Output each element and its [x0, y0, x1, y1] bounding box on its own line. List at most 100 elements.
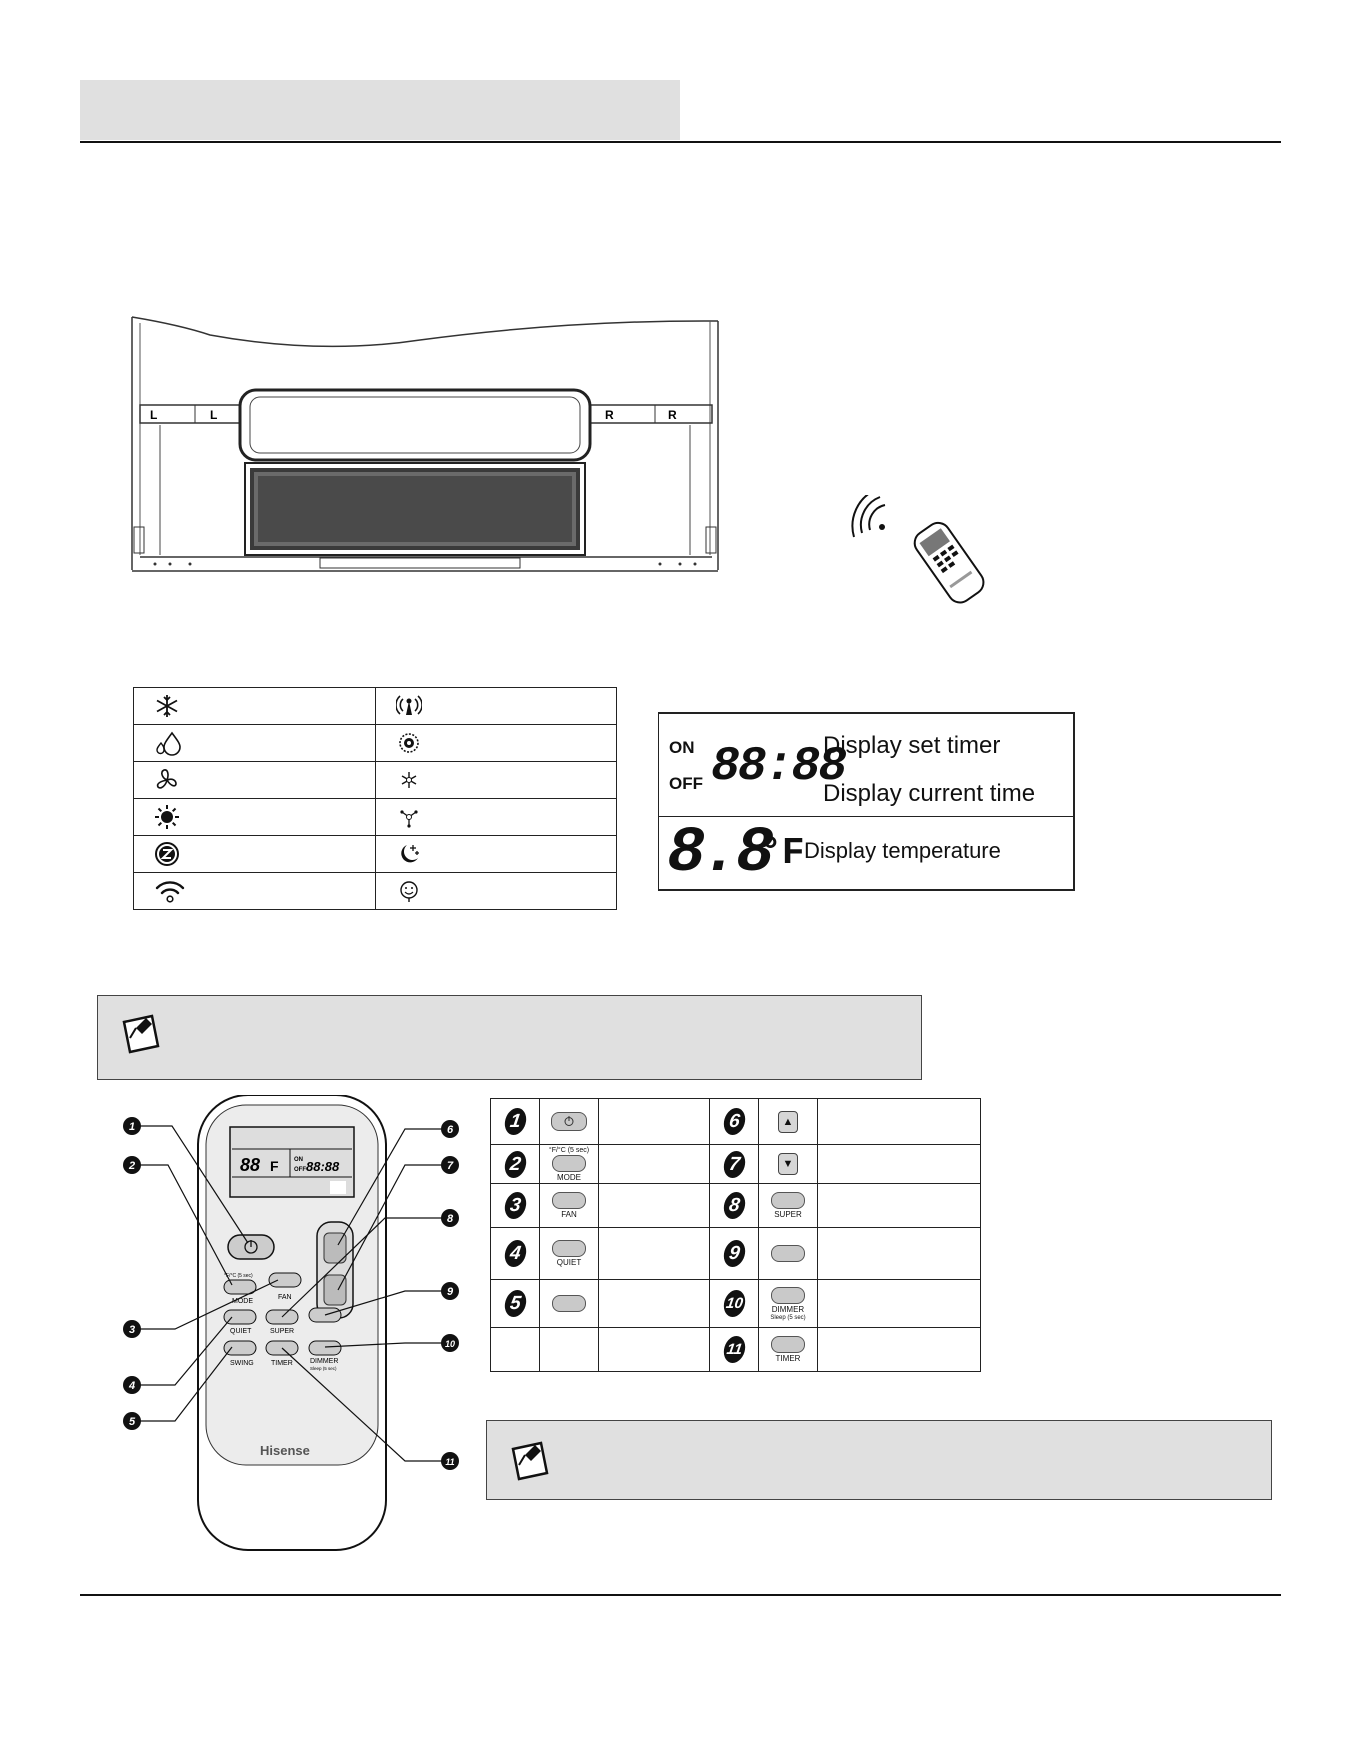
button-image-cell: ▲ [758, 1098, 818, 1145]
callout-3: 3 [129, 1324, 135, 1336]
top-divider [80, 141, 1281, 143]
button-image-cell: ▼ [758, 1144, 818, 1184]
button-image-cell [539, 1098, 599, 1145]
button-image-cell [539, 1279, 599, 1328]
callout-5: 5 [129, 1416, 136, 1428]
button-number: 11 [721, 1336, 747, 1363]
remote-dimmer-sub-label: Sleep (5 sec) [310, 1366, 337, 1371]
remote-signal-illustration [840, 489, 990, 625]
on-indicator: ON [669, 738, 695, 757]
button-desc-cell [598, 1279, 710, 1328]
callout-8: 8 [447, 1213, 454, 1225]
callout-2: 2 [128, 1160, 135, 1172]
remote-lcd-unit: F [270, 1158, 279, 1174]
button-row: 4 QUIET 9 [490, 1227, 981, 1280]
button-row: 1 6 ▲ [490, 1098, 981, 1145]
mode-label: MODE [557, 1172, 581, 1182]
callout-9: 9 [447, 1286, 454, 1298]
callout-6: 6 [447, 1124, 454, 1136]
button-image-cell: TIMER [758, 1327, 818, 1372]
button-image-cell: SUPER [758, 1183, 818, 1228]
small-snowflake-icon [401, 772, 417, 788]
button-number-cell: 8 [709, 1183, 759, 1228]
callout-1: 1 [129, 1121, 135, 1133]
remote-mode-label: MODE [232, 1298, 253, 1305]
note-pad-icon [511, 1441, 549, 1481]
quiet-label: QUIET [556, 1258, 582, 1267]
button-number-cell: 9 [709, 1227, 759, 1280]
button-number: 1 [502, 1108, 528, 1135]
window-unit-drawing: L L R R [131, 316, 719, 572]
remote-fan-label: FAN [278, 1294, 292, 1301]
callout-4: 4 [128, 1380, 135, 1392]
remote-lcd-time: 88:88 [306, 1159, 340, 1174]
remote-super-label: SUPER [270, 1328, 294, 1335]
icon-cell [133, 835, 376, 873]
button-desc-cell [817, 1183, 981, 1228]
power-icon [564, 1116, 574, 1126]
remote-signal-drawing [851, 489, 985, 604]
fan-button [552, 1192, 586, 1209]
button-row: 2 °F/°C (5 sec) MODE 7 ▼ [490, 1144, 981, 1184]
callout-11: 11 [445, 1457, 454, 1467]
button-image-cell [758, 1227, 818, 1280]
window-unit-illustration: L L R R [120, 315, 720, 580]
mode-top-label: °F/°C (5 sec) [548, 1146, 590, 1154]
button-desc-cell [817, 1327, 981, 1372]
set-timer-label: Display set timer [823, 732, 1001, 759]
left-bracket-label-2: L [210, 408, 217, 422]
remote-quiet-label: QUIET [230, 1328, 252, 1335]
display-time-row: ON OFF 88:88 Display set timer Display c… [659, 714, 1073, 817]
icon-row [133, 835, 618, 873]
button-number-cell: 1 [490, 1098, 540, 1145]
button-desc-cell [817, 1144, 981, 1184]
wifi-icon [155, 881, 185, 903]
icon-row [133, 872, 618, 910]
timer-button [771, 1336, 805, 1353]
button-desc-cell [817, 1279, 981, 1328]
button-table: 1 6 ▲ 2 °F/°C (5 sec) MODE 7 ▼ [490, 1098, 981, 1372]
button-number-cell: 4 [490, 1227, 540, 1280]
icon-cell [374, 687, 618, 725]
button-row: 5 10 DIMMER Sleep (5 sec) [490, 1279, 981, 1328]
icon-table [133, 687, 618, 910]
left-bracket-label-1: L [150, 408, 157, 422]
fan-speed-icon [398, 733, 419, 753]
button-row: 3 FAN 8 SUPER [490, 1183, 981, 1228]
quiet-button [552, 1240, 586, 1257]
snowflake-icon [156, 695, 178, 717]
icon-legend-table [133, 687, 618, 910]
fan-icon [156, 769, 177, 789]
icon-cell [133, 687, 376, 725]
dimmer-label: DIMMER [771, 1304, 805, 1314]
button-number: 8 [721, 1192, 747, 1219]
dimmer-button [771, 1286, 805, 1304]
sleep-moon-icon [401, 845, 419, 863]
icon-cell [374, 798, 618, 836]
button-number-cell: 5 [490, 1279, 540, 1328]
icon-cell [374, 872, 618, 910]
remote-timer-label: TIMER [271, 1360, 293, 1367]
callout-10: 10 [445, 1339, 455, 1349]
button-number-cell: 7 [709, 1144, 759, 1184]
follow-me-icon [400, 810, 418, 828]
button-desc-cell [817, 1098, 981, 1145]
dehumidify-drop-icon [156, 731, 181, 756]
bottom-divider [80, 1594, 1281, 1596]
icon-row [133, 687, 618, 725]
remote-lcd-digits: 88 [240, 1155, 260, 1175]
icon-cell [133, 798, 376, 836]
button-number-cell [490, 1327, 540, 1372]
signal-tower-icon [395, 695, 422, 715]
power-button [551, 1112, 587, 1131]
button-number-cell: 6 [709, 1098, 759, 1145]
remote-mode-top-label: °F/°C (5 sec) [224, 1273, 253, 1279]
button-image-cell [539, 1327, 599, 1372]
smiley-icon [400, 881, 418, 902]
icon-row [133, 724, 618, 762]
timer-label: TIMER [775, 1354, 801, 1363]
button-number: 3 [502, 1192, 528, 1219]
remote-lcd-on: ON [294, 1157, 303, 1163]
button-number: 6 [721, 1108, 747, 1135]
button-number: 2 [502, 1150, 528, 1178]
